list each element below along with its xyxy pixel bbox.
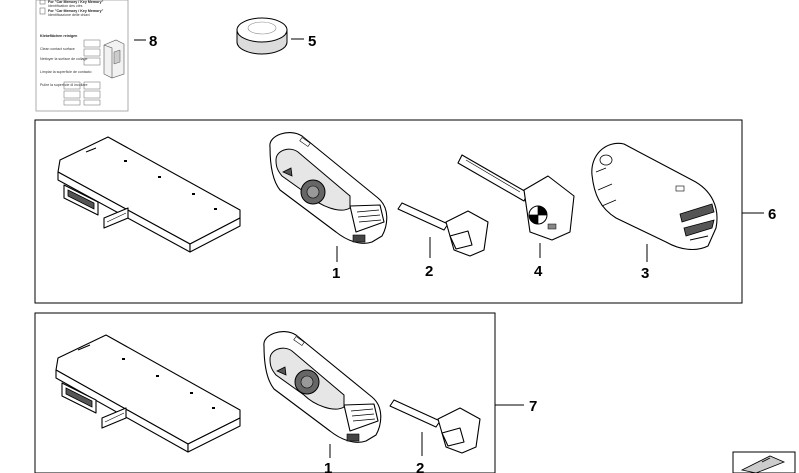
emergency-key — [457, 154, 575, 241]
callout-6: 6 — [768, 206, 776, 223]
mechanical-key-top — [397, 202, 489, 257]
callout-1-bottom: 1 — [324, 460, 332, 473]
remote-key-top — [269, 132, 388, 244]
callout-3: 3 — [641, 265, 649, 282]
control-module-bottom — [55, 334, 241, 453]
instruction-leaflet: For "Car Memory / Key Memory" Identifica… — [35, 0, 129, 112]
control-module-top — [57, 136, 241, 253]
callout-2-top: 2 — [425, 263, 433, 280]
callout-7: 7 — [529, 398, 537, 415]
leaflet-header-line-1: For "Car Memory / Key Memory" — [48, 0, 104, 4]
leaflet-section-4: Limpiar la superficie de contacto — [40, 70, 92, 74]
callout-5: 5 — [308, 33, 316, 50]
set-frame-6 — [34, 119, 743, 304]
leaflet-section-1: Klebeflächen reinigen — [40, 34, 77, 38]
mechanical-key-bottom — [389, 399, 481, 454]
set-frame-7 — [34, 312, 496, 473]
callout-2-bottom: 2 — [416, 460, 424, 473]
leaflet-header-line-3: For "Car Memory / Key Memory" — [48, 9, 104, 13]
diagram-reference-icon — [732, 451, 796, 473]
callout-1-top: 1 — [332, 265, 340, 282]
key-housing — [591, 142, 718, 251]
callout-8: 8 — [149, 33, 157, 50]
leaflet-section-3: Nettoyer la surface de collage — [40, 57, 88, 61]
battery-cell — [236, 17, 288, 55]
leaflet-header-line-4: Identificazione delle chiavi — [48, 13, 90, 17]
leaflet-section-2: Clean contact surface — [40, 47, 75, 51]
remote-key-bottom — [263, 331, 382, 443]
leaflet-header-line-2: Identification des clés — [48, 4, 83, 8]
callout-4: 4 — [534, 263, 543, 280]
